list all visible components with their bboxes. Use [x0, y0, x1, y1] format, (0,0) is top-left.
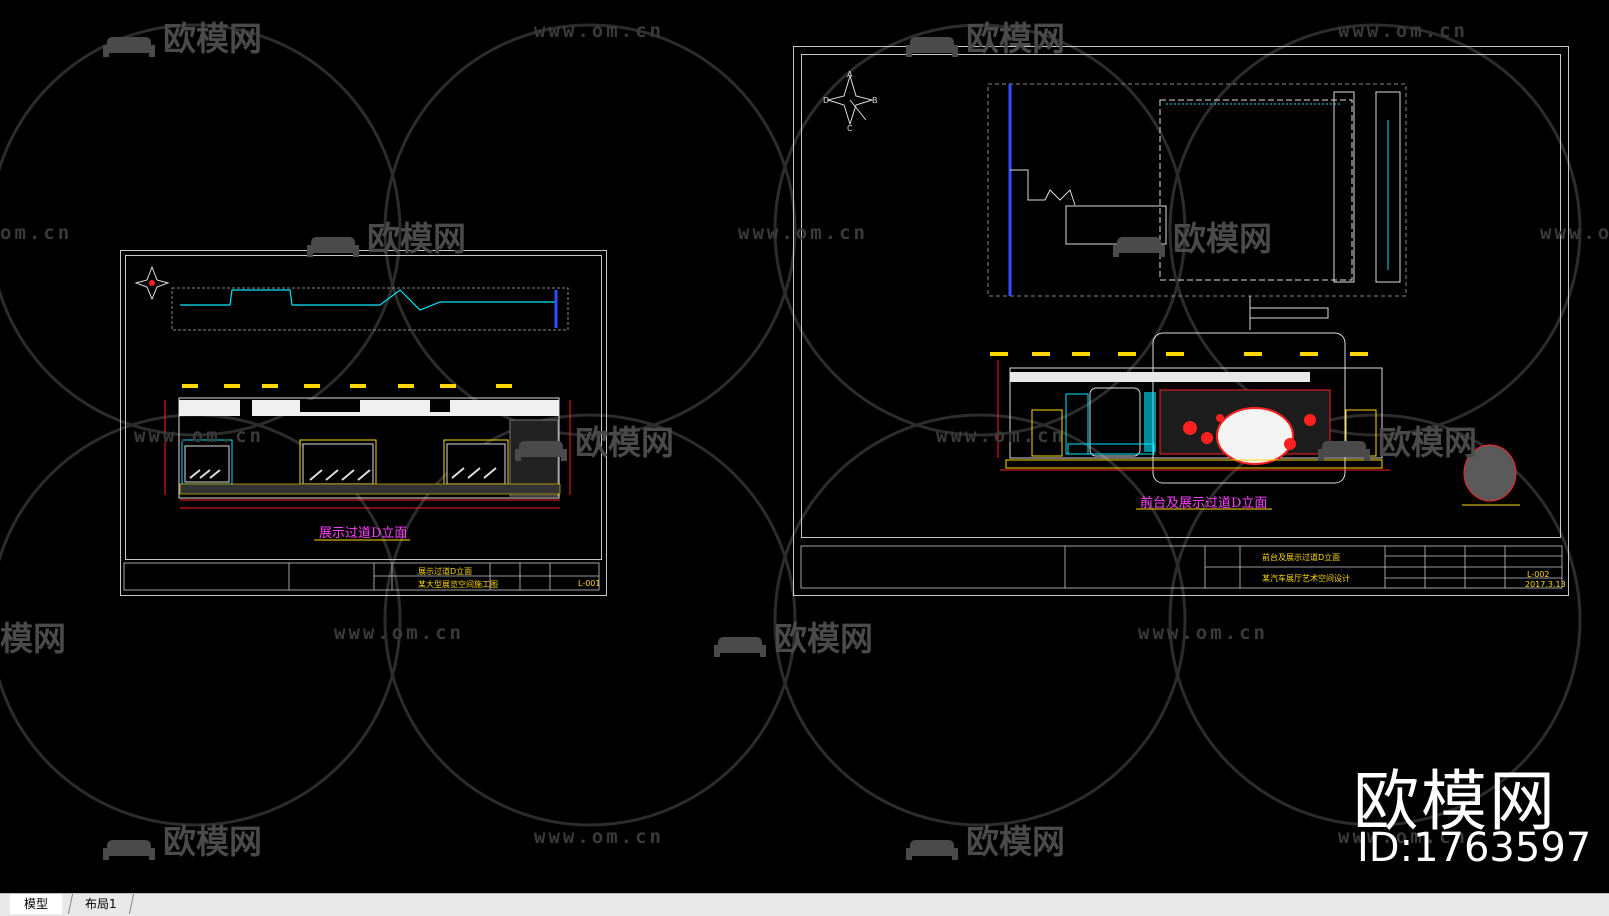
brand-watermark: 欧模网: [1353, 763, 1557, 840]
left-titleblock-name: 展示过道D立面: [418, 567, 473, 576]
watermark-url: www.om.cn: [1338, 20, 1468, 42]
sofa-icon: [906, 28, 958, 57]
left-drawing-number: L-001: [578, 579, 601, 588]
compass-label-d: D: [823, 96, 830, 105]
watermark-logo: 欧模网: [1113, 212, 1272, 260]
sofa-icon: [307, 228, 359, 257]
watermark-logo: 欧模网: [307, 212, 466, 260]
watermark-logo-partial: 模网: [0, 619, 66, 658]
tab-model[interactable]: 模型: [10, 894, 63, 914]
watermark-logo: 欧模网: [906, 12, 1065, 60]
compass-label-a: A: [847, 70, 853, 79]
watermark-url: www.om.cn: [1138, 622, 1268, 644]
tab-layout1[interactable]: 布局1: [67, 894, 134, 914]
watermark-url: www.om.cn: [134, 425, 264, 447]
watermark-url: www.om.cn: [534, 20, 664, 42]
left-drawing-sheet[interactable]: [120, 250, 607, 596]
layout-tab-bar: 模型 布局1: [0, 893, 1609, 916]
compass-label-c: C: [847, 124, 853, 133]
watermark-logo: 欧模网: [906, 815, 1065, 863]
resource-id: ID:1763597: [1357, 825, 1592, 871]
watermark-url: www.om.cn: [936, 425, 1066, 447]
sofa-icon: [1113, 228, 1165, 257]
left-drawing-linework: [123, 265, 600, 591]
watermark-url-partial: om.cn: [0, 222, 73, 244]
sofa-icon: [1318, 432, 1370, 461]
watermark-logo: 欧模网: [1318, 416, 1477, 464]
sofa-icon: [515, 432, 567, 461]
left-titleblock-project: 某大型展览空间施工图: [418, 580, 498, 589]
sofa-icon: [103, 831, 155, 860]
left-sheet-title: 展示过道D立面: [319, 526, 408, 541]
sofa-icon: [906, 831, 958, 860]
compass-label-b: B: [872, 96, 878, 105]
watermark-logo: 欧模网: [103, 12, 262, 60]
watermark-url: www.om.cn: [534, 826, 664, 848]
right-drawing-date: 2017.3.13: [1525, 580, 1566, 589]
model-space-canvas[interactable]: 展示过道D立面 展示过道D立面 某大型展览空间施工图 L-001: [0, 0, 1609, 893]
watermark-url: www.om.cn: [738, 222, 868, 244]
watermark-logo: 欧模网: [714, 612, 873, 660]
right-drawing-linework: [800, 74, 1563, 589]
sofa-icon: [714, 628, 766, 657]
right-sheet-title: 前台及展示过道D立面: [1140, 496, 1268, 511]
watermark-logo: 欧模网: [103, 815, 262, 863]
right-drawing-number: L-002: [1527, 570, 1550, 579]
watermark-url: www.om.cn: [334, 622, 464, 644]
watermark-url: www.om.cn: [1338, 826, 1468, 848]
right-titleblock-project: 某汽车展厅艺术空间设计: [1262, 574, 1350, 583]
right-drawing-sheet[interactable]: [793, 46, 1569, 596]
sofa-icon: [103, 28, 155, 57]
watermark-logo: 欧模网: [515, 416, 674, 464]
right-titleblock-name: 前台及展示过道D立面: [1262, 553, 1341, 562]
watermark-url: www.om.cn: [1540, 222, 1609, 244]
